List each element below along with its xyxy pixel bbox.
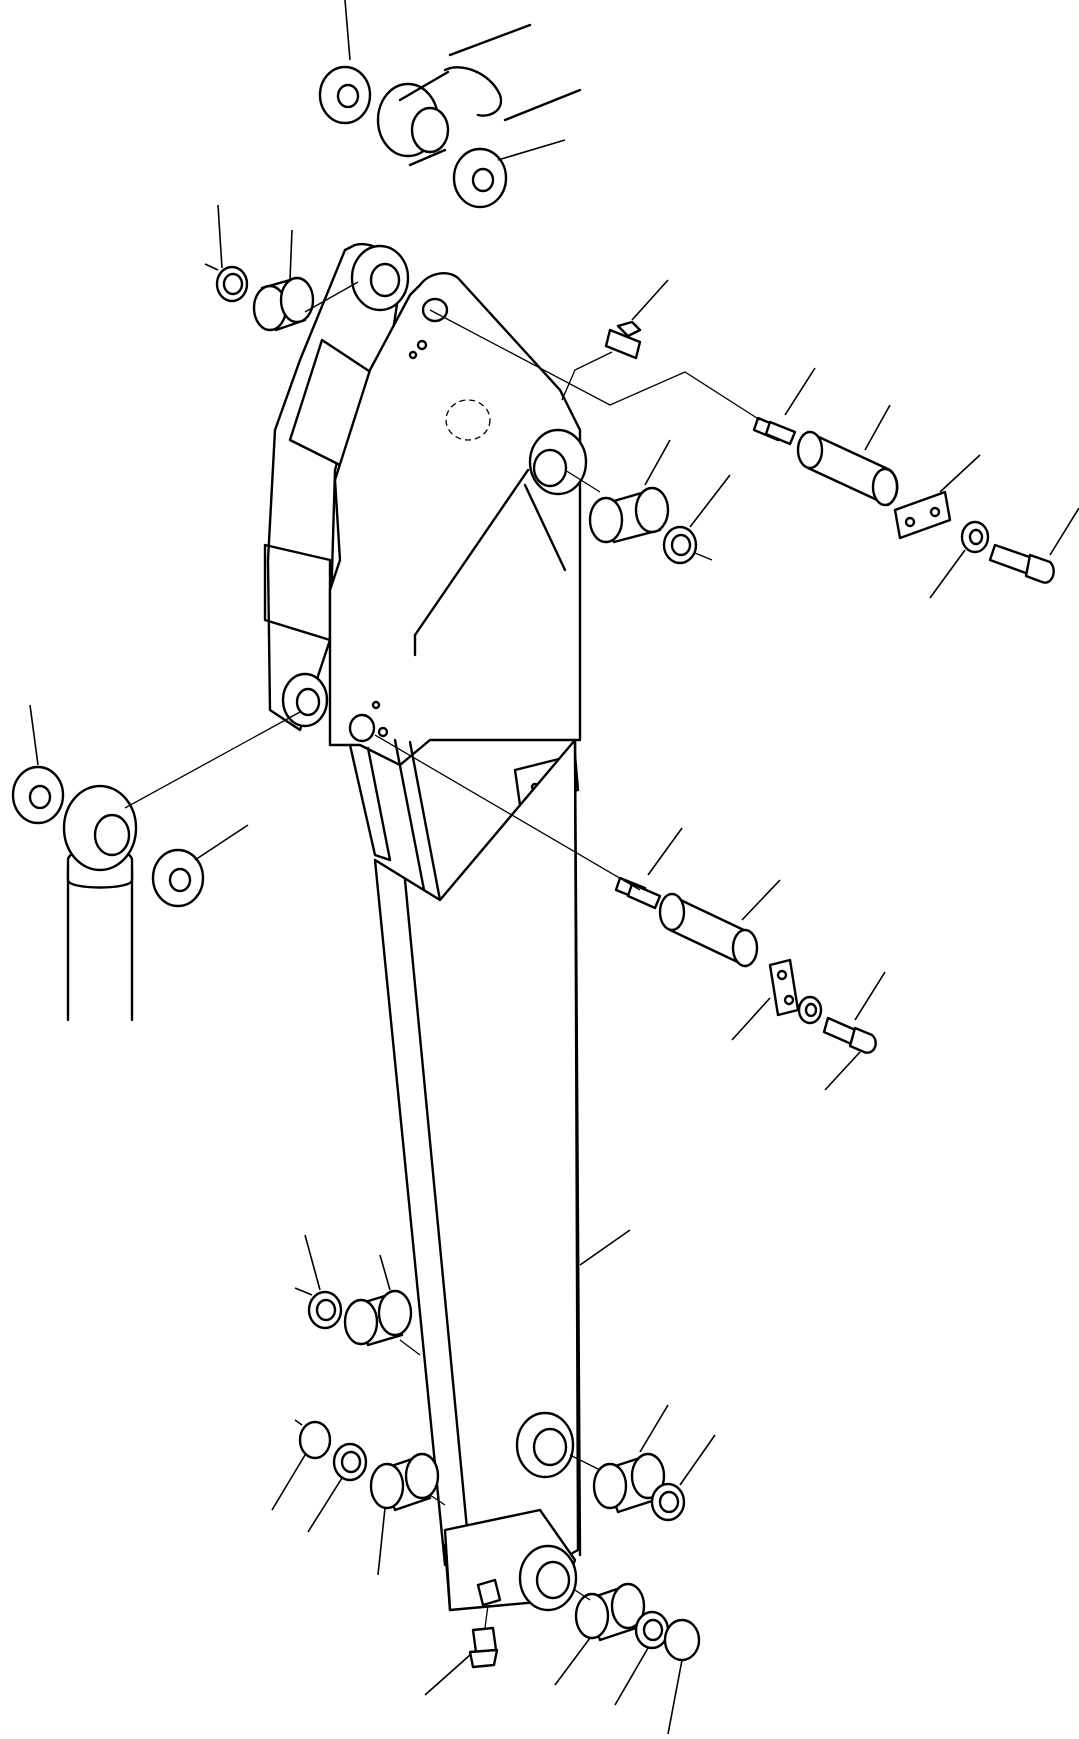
arm	[263, 242, 631, 1612]
shim-lower-right-2	[614, 1610, 670, 1706]
shim-head	[662, 474, 731, 565]
alignment-line-upper	[429, 309, 761, 421]
upper-washer-left	[318, 0, 372, 125]
washer-middle	[797, 995, 823, 1025]
snap-ring-lower-right	[663, 1618, 701, 1735]
bushing-lower-left-2	[369, 1452, 446, 1576]
upper-washer-right	[452, 139, 566, 209]
grease-fitting-top	[561, 279, 669, 401]
bolt-middle	[822, 971, 886, 1091]
pin-upper	[796, 404, 899, 507]
lower-washer-right	[151, 824, 249, 908]
shim-upper-left	[204, 204, 249, 303]
bushing-head	[564, 439, 671, 544]
bushing-lower-left-1	[343, 1254, 421, 1356]
upper-cylinder	[376, 23, 582, 167]
grease-fitting-bottom	[424, 1578, 502, 1696]
lower-washer-left	[11, 704, 65, 825]
plate-upper	[893, 454, 981, 540]
pin-middle	[658, 879, 781, 968]
shim-lower-left-1	[294, 1234, 343, 1330]
shim-lower-right-1	[650, 1434, 716, 1522]
grease-fitting-pin-middle	[374, 734, 683, 910]
washer-upper	[929, 520, 990, 599]
snap-ring-lower-left	[271, 1419, 332, 1511]
plate-middle	[731, 958, 800, 1041]
bolt-upper	[988, 507, 1079, 584]
bushing-lower-right-1	[569, 1404, 669, 1514]
bushing-upper-left	[252, 229, 359, 332]
bushing-lower-right-2	[554, 1582, 646, 1686]
lower-cylinder	[62, 711, 301, 1022]
shim-lower-left-2	[307, 1442, 368, 1533]
grease-fitting-pin-upper	[752, 367, 816, 446]
